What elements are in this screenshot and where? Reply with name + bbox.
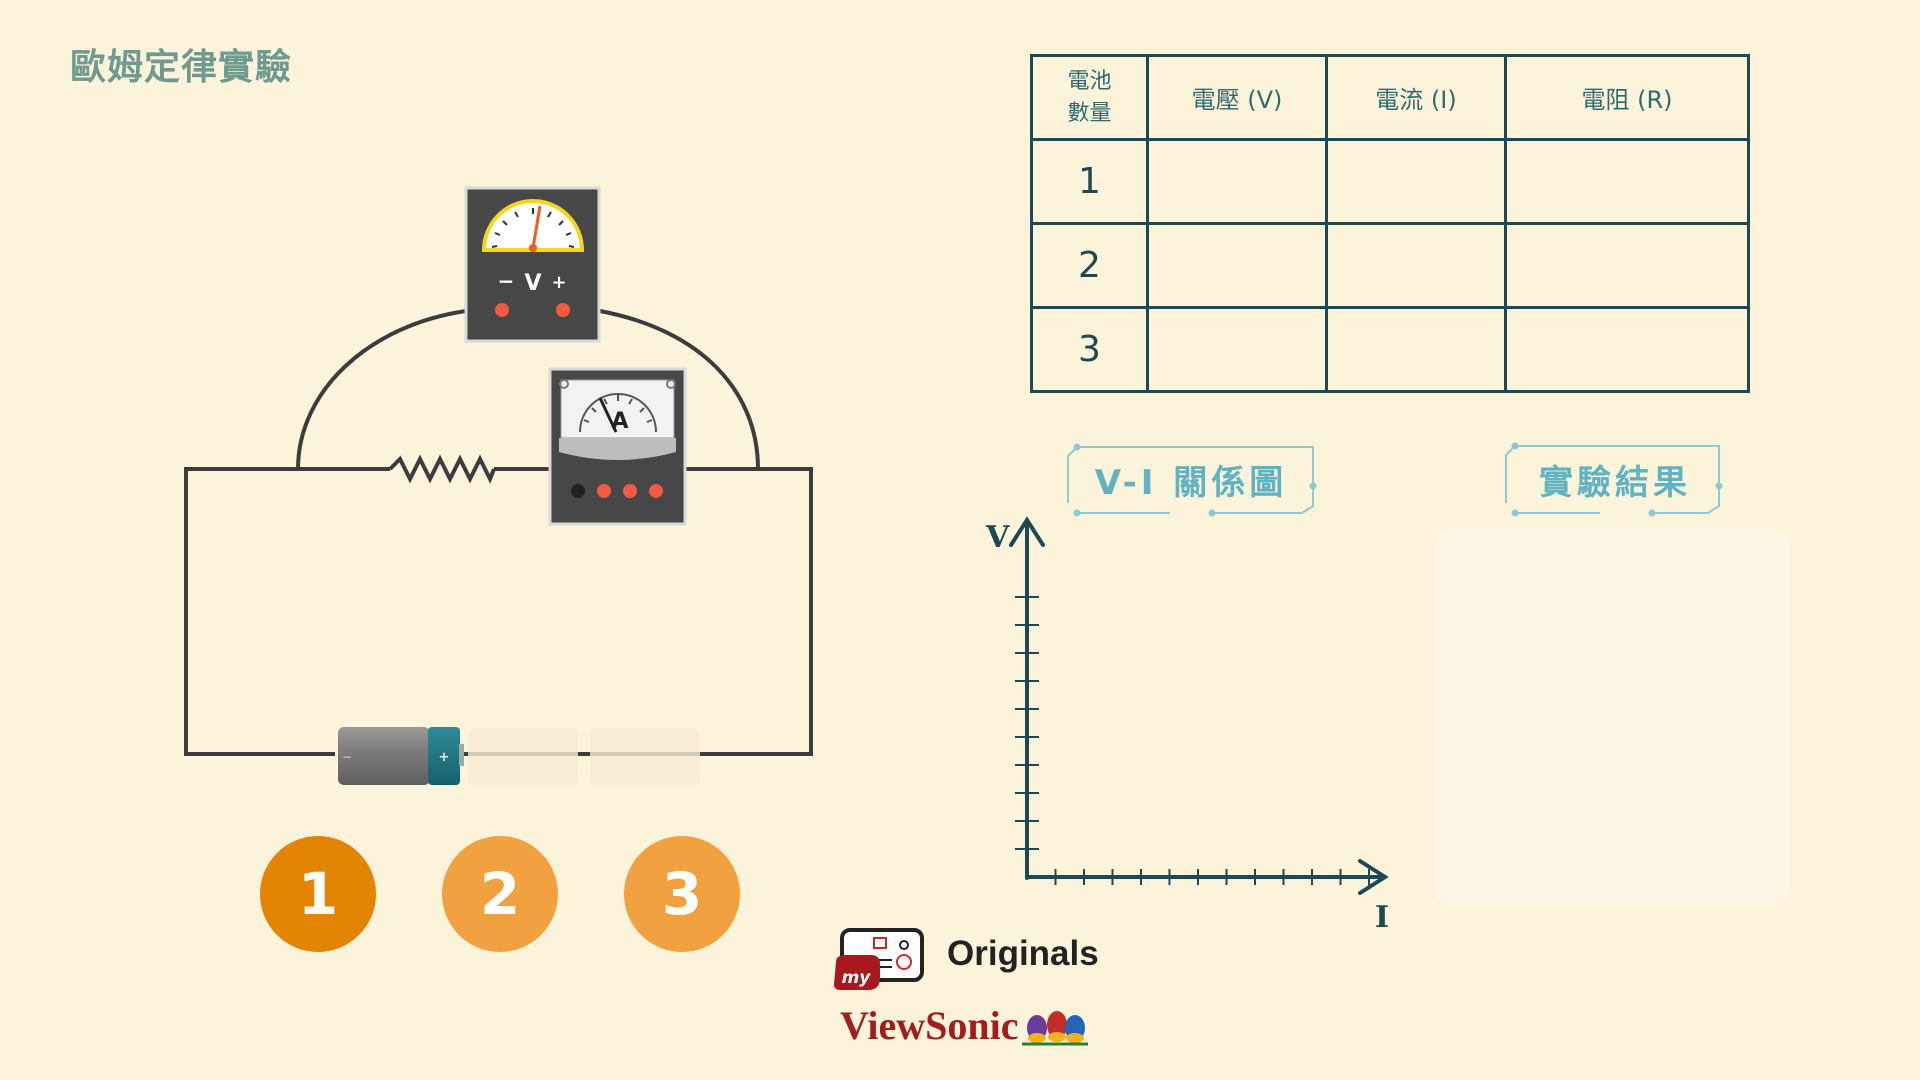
- battery-minus: −: [342, 750, 352, 764]
- header-current: 電流 (I): [1325, 54, 1507, 141]
- header-battery-count: 電池 數量: [1030, 54, 1149, 141]
- viewsonic-text: ViewSonic: [840, 1003, 1019, 1048]
- voltmeter-wire: [599, 309, 760, 470]
- voltage-cell[interactable]: [1146, 306, 1328, 393]
- viewsonic-birds-icon: [1022, 1011, 1088, 1046]
- resistance-cell[interactable]: [1504, 138, 1750, 225]
- graph-label-frame: [1067, 446, 1314, 514]
- voltmeter-minus: −: [498, 269, 515, 293]
- result-label: 實驗結果: [1539, 463, 1691, 503]
- battery: − +: [338, 727, 464, 785]
- battery-count-button-3[interactable]: 3: [624, 836, 740, 952]
- header-battery-count-line1: 電池: [1067, 68, 1112, 94]
- voltmeter-needle: [531, 205, 542, 249]
- voltmeter: − V +: [464, 186, 601, 343]
- table-row: 3: [1030, 306, 1750, 393]
- battery-plus: +: [439, 750, 450, 765]
- header-voltage: 電壓 (V): [1146, 54, 1328, 141]
- y-axis-label: V: [985, 520, 1010, 555]
- current-cell[interactable]: [1325, 306, 1507, 393]
- resistance-cell[interactable]: [1504, 306, 1750, 393]
- voltage-cell[interactable]: [1146, 138, 1328, 225]
- vi-graph-label: V-I 關係圖: [1094, 463, 1288, 503]
- resistance-cell[interactable]: [1504, 222, 1750, 309]
- header-resistance: 電阻 (R): [1504, 54, 1750, 141]
- originals-text: Originals: [947, 934, 1099, 973]
- x-axis-label: I: [1375, 900, 1389, 935]
- ammeter-terminal: [597, 484, 611, 498]
- row-count: 1: [1030, 138, 1149, 225]
- voltage-cell[interactable]: [1146, 222, 1328, 309]
- battery-count-button-2[interactable]: 2: [442, 836, 558, 952]
- x-axis-arrow: [1358, 859, 1389, 895]
- circuit-wire: [184, 467, 390, 756]
- page-title: 歐姆定律實驗: [70, 47, 293, 88]
- empty-battery-slot: [590, 728, 700, 785]
- header-battery-count-line2: 數量: [1067, 100, 1112, 126]
- ammeter-terminal: [571, 484, 585, 498]
- ammeter-label: A: [611, 409, 628, 434]
- empty-battery-slot: [468, 728, 578, 785]
- voltmeter-wire: [296, 309, 467, 470]
- voltmeter-plus: +: [551, 272, 566, 293]
- table-row: 1: [1030, 138, 1750, 225]
- voltmeter-terminal: [556, 303, 570, 317]
- myviewboard-logo: my: [834, 928, 924, 990]
- voltmeter-terminal: [495, 303, 509, 317]
- current-cell[interactable]: [1325, 222, 1507, 309]
- ammeter-terminal: [649, 484, 663, 498]
- table-header-row: 電池 數量 電壓 (V) 電流 (I) 電阻 (R): [1030, 54, 1750, 141]
- ammeter-terminal: [623, 484, 637, 498]
- table-row: 2: [1030, 222, 1750, 309]
- current-cell[interactable]: [1325, 138, 1507, 225]
- ammeter-needle: [598, 397, 618, 433]
- row-count: 2: [1030, 222, 1149, 309]
- result-box[interactable]: [1435, 528, 1789, 906]
- battery-count-button-1[interactable]: 1: [260, 836, 376, 952]
- ammeter: A: [548, 367, 687, 526]
- resistor: [388, 454, 496, 484]
- y-axis-arrow: [1009, 516, 1045, 547]
- my-logo-text: my: [842, 968, 872, 988]
- result-label-frame: [1505, 445, 1720, 514]
- voltmeter-label: V: [524, 271, 541, 296]
- row-count: 3: [1030, 306, 1149, 393]
- data-table: 電池 數量 電壓 (V) 電流 (I) 電阻 (R) 1 2 3: [1030, 54, 1750, 393]
